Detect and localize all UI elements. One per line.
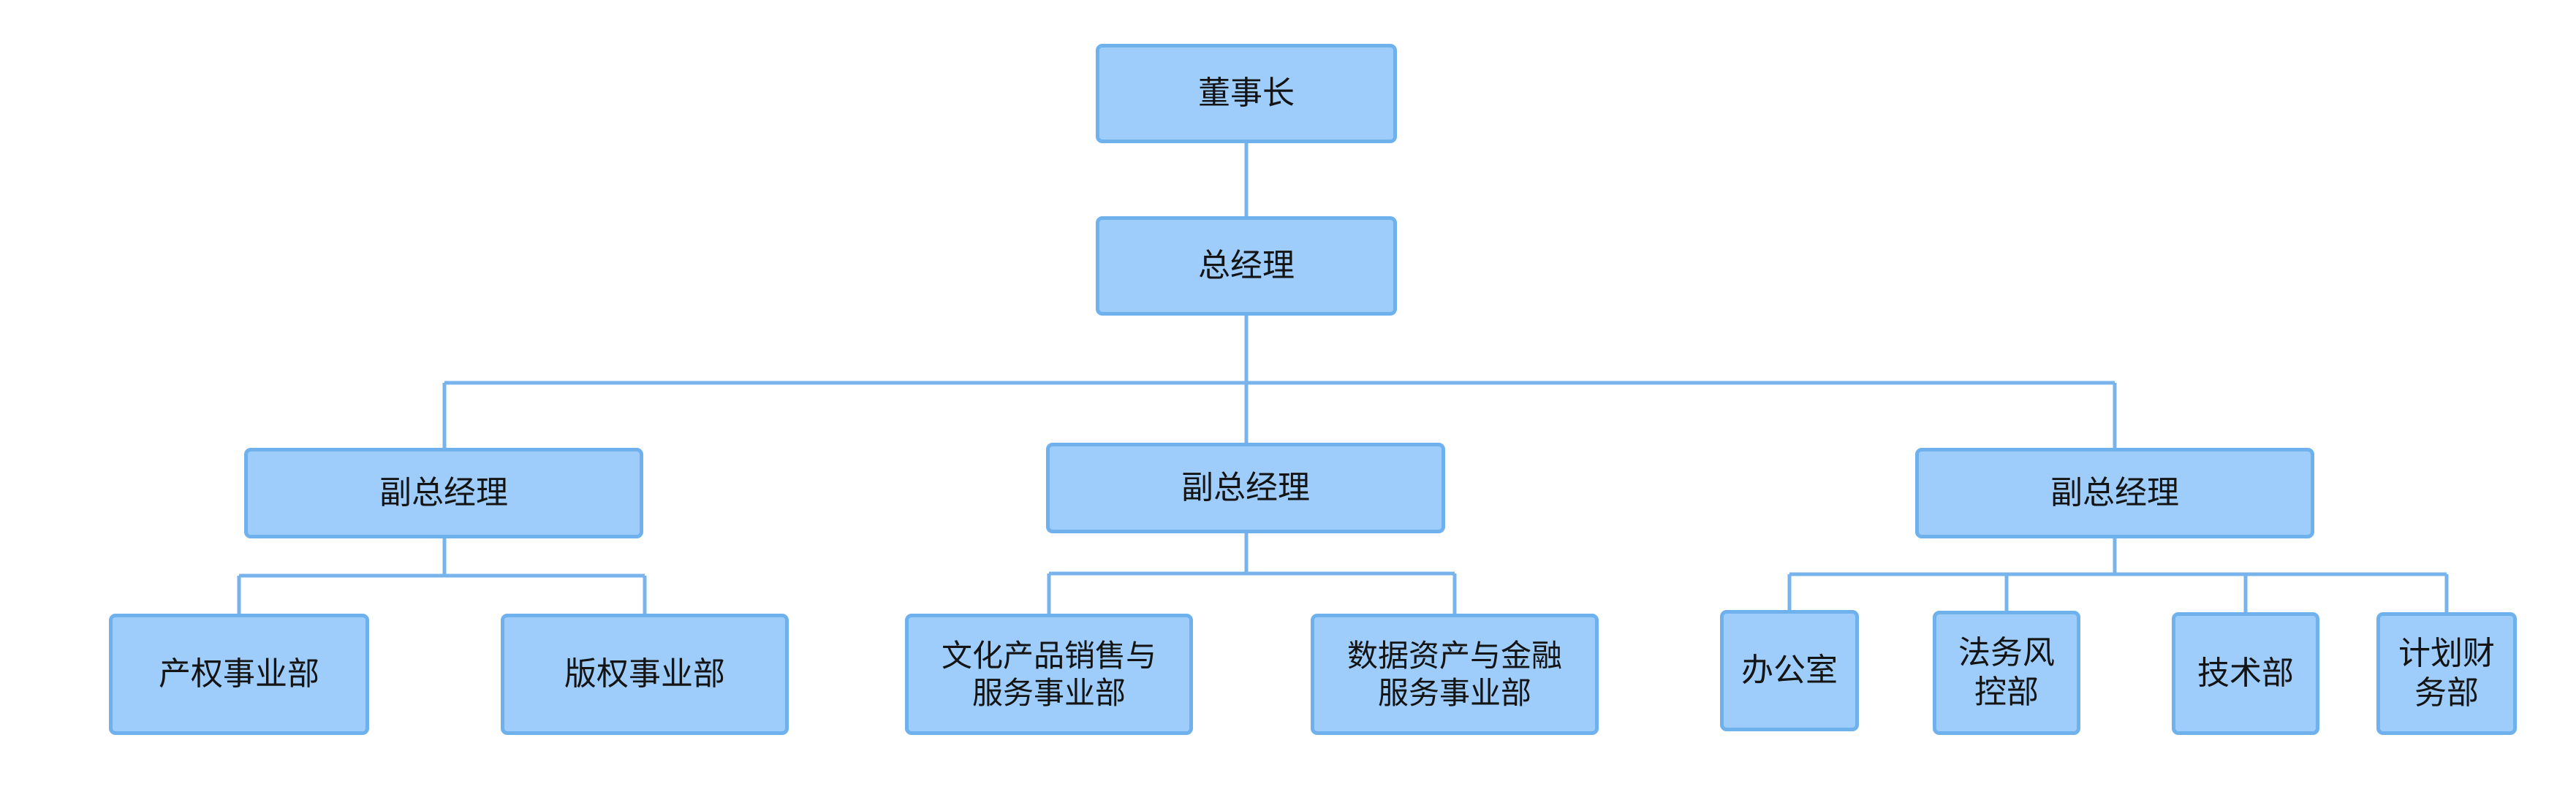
node-dept-property-rights: 产权事业部 <box>109 614 369 735</box>
node-dept-office-label: 办公室 <box>1741 652 1838 690</box>
node-deputy-manager-3-label: 副总经理 <box>2050 474 2179 512</box>
node-dept-technology-label: 技术部 <box>2197 655 2294 693</box>
node-dept-technology: 技术部 <box>2172 612 2319 735</box>
node-general-manager: 总经理 <box>1096 216 1397 316</box>
node-dept-planning-finance: 计划财 务部 <box>2376 612 2517 735</box>
node-dept-office: 办公室 <box>1720 610 1859 731</box>
node-chairman: 董事长 <box>1096 44 1397 143</box>
node-dept-data-assets: 数据资产与金融 服务事业部 <box>1311 614 1599 735</box>
node-dept-planning-finance-label: 计划财 务部 <box>2398 635 2495 712</box>
node-dept-copyright-label: 版权事业部 <box>564 655 725 693</box>
node-general-manager-label: 总经理 <box>1198 247 1295 285</box>
node-deputy-manager-1: 副总经理 <box>244 448 643 538</box>
node-dept-data-assets-label: 数据资产与金融 服务事业部 <box>1346 637 1562 711</box>
node-chairman-label: 董事长 <box>1198 75 1295 113</box>
node-dept-cultural-products: 文化产品销售与 服务事业部 <box>905 614 1193 735</box>
node-deputy-manager-2-label: 副总经理 <box>1181 469 1310 507</box>
node-deputy-manager-1-label: 副总经理 <box>379 474 508 512</box>
node-deputy-manager-3: 副总经理 <box>1915 448 2314 538</box>
node-deputy-manager-2: 副总经理 <box>1046 443 1445 533</box>
node-dept-property-rights-label: 产权事业部 <box>159 655 319 693</box>
node-dept-legal-risk-label: 法务风 控部 <box>1958 634 2055 711</box>
node-dept-legal-risk: 法务风 控部 <box>1933 611 2080 735</box>
node-dept-cultural-products-label: 文化产品销售与 服务事业部 <box>941 637 1156 711</box>
node-dept-copyright: 版权事业部 <box>501 614 789 735</box>
